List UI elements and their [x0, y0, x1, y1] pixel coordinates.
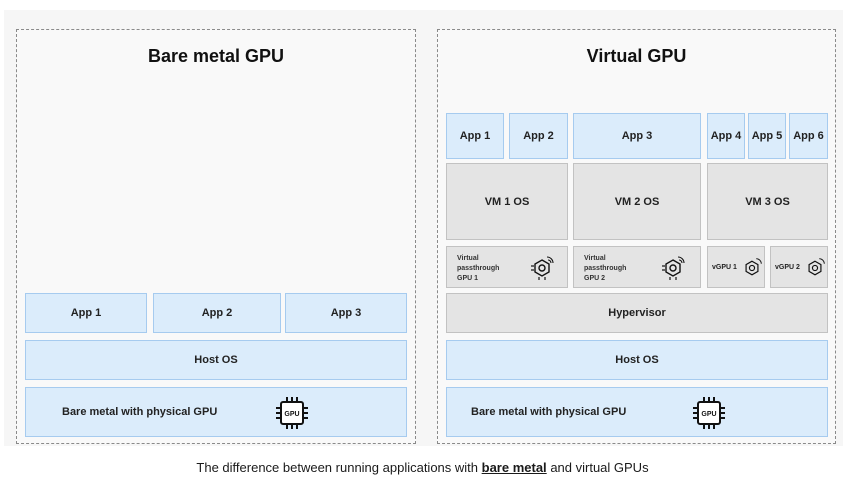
gpu-chip-icon: GPU [693, 397, 725, 429]
vg-hardware-label: Bare metal with physical GPU [471, 406, 627, 418]
virtual-gpu-panel: Virtual GPU App 1 App 2 App 3 App 4 App … [437, 29, 836, 444]
passthrough-gpu-1: Virtual passthrough GPU 1 [446, 246, 568, 288]
vg-app-1: App 1 [446, 113, 504, 159]
vg-hardware: Bare metal with physical GPU GPU [446, 387, 828, 437]
vg-app-6: App 6 [789, 113, 828, 159]
virtual-chip-icon [808, 258, 825, 276]
vg-app-5: App 5 [748, 113, 786, 159]
vgpu-2-label: vGPU 2 [775, 263, 800, 271]
bm-app-1: App 1 [25, 293, 147, 333]
vg-app-2: App 2 [509, 113, 568, 159]
vm-1-os: VM 1 OS [446, 163, 568, 240]
vm-2-os: VM 2 OS [573, 163, 701, 240]
caption-prefix: The difference between running applicati… [196, 460, 479, 475]
vgpu-1: vGPU 1 [707, 246, 765, 288]
passthrough-gpu-2: Virtual passthrough GPU 2 [573, 246, 701, 288]
gpu-chip-icon: GPU [276, 397, 308, 429]
bare-metal-title: Bare metal GPU [147, 46, 285, 66]
vg-host-os: Host OS [446, 340, 828, 380]
bm-app-3: App 3 [285, 293, 407, 333]
diagram-canvas: Bare metal GPU App 1 App 2 App 3 Host OS… [4, 10, 843, 446]
virtual-gpu-title: Virtual GPU [586, 46, 687, 66]
hypervisor: Hypervisor [446, 293, 828, 333]
passthrough-gpu-2-label: Virtual passthrough GPU 2 [584, 255, 627, 282]
virtual-chip-icon [531, 256, 554, 280]
vg-app-4: App 4 [707, 113, 745, 159]
vgpu-2: vGPU 2 [770, 246, 828, 288]
vm-3-os: VM 3 OS [707, 163, 828, 240]
figure-caption: The difference between running applicati… [0, 460, 845, 475]
vg-app-3: App 3 [573, 113, 701, 159]
caption-suffix: and virtual GPUs [550, 460, 649, 475]
vg-chip-label: GPU [701, 411, 716, 418]
bare-metal-panel: Bare metal GPU App 1 App 2 App 3 Host OS… [16, 29, 416, 444]
vgpu-1-label: vGPU 1 [712, 263, 737, 271]
bm-hardware: Bare metal with physical GPU GPU [25, 387, 407, 437]
bm-hardware-label: Bare metal with physical GPU [62, 406, 218, 418]
bm-host-os: Host OS [25, 340, 407, 380]
bare-metal-link[interactable]: bare metal [481, 460, 547, 475]
bm-chip-label: GPU [284, 411, 299, 418]
passthrough-gpu-1-label: Virtual passthrough GPU 1 [457, 255, 500, 282]
virtual-chip-icon [745, 258, 762, 276]
bm-app-2: App 2 [153, 293, 281, 333]
virtual-chip-icon [662, 256, 685, 280]
